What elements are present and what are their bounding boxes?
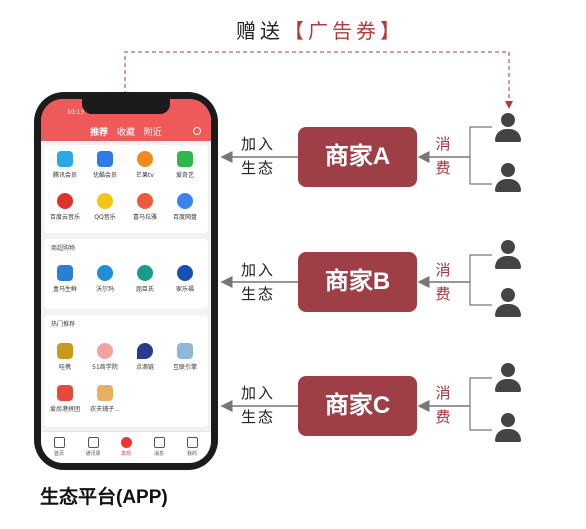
tab-favorites[interactable]: 收藏 [116, 128, 135, 138]
group-icon [57, 385, 73, 401]
app-tile[interactable]: 互联引擎 [165, 343, 205, 371]
engine-icon [177, 343, 193, 359]
music-icon [57, 193, 73, 209]
search-icon[interactable] [193, 127, 201, 135]
phone-screen: 10:13 推荐 收藏 附近 腾讯会员 优酷会员 芒果tv 爱奇艺 百度云音乐 … [41, 99, 211, 463]
cloud-icon [177, 193, 193, 209]
platform-label: 生态平台(APP) [40, 487, 168, 508]
app-tile[interactable]: 51商学院 [85, 343, 125, 371]
app-tile[interactable]: 芒果tv [125, 151, 165, 179]
app-tile[interactable]: 百度云音乐 [45, 193, 85, 221]
app-tile[interactable]: 优酷会员 [85, 151, 125, 179]
gift-text: 广告券 [308, 19, 380, 43]
youku-icon [97, 151, 113, 167]
gift-coupon-label: 赠送【广告券】 [210, 15, 430, 45]
carrefour-icon [177, 265, 193, 281]
nav-message[interactable]: 消息 [142, 437, 176, 457]
gift-prefix: 赠送 [236, 19, 284, 43]
waxie-icon [57, 343, 73, 359]
section-media: 腾讯会员 优酷会员 芒果tv 爱奇艺 百度云音乐 QQ音乐 喜马拉雅 百度网盘 [44, 145, 208, 233]
app-tile[interactable]: 喜马拉雅 [125, 193, 165, 221]
app-tile[interactable]: 爱尚港拼团 [45, 385, 85, 413]
message-icon [153, 437, 165, 448]
consume-label-c: 消费 [435, 384, 451, 426]
section-hot: 热门推荐 哇携 51商学院 点滴链 互联引擎 爱尚港拼团 农夫铺子... [44, 315, 208, 427]
discover-icon [120, 437, 132, 448]
join-label-b: 加入生态 [240, 261, 275, 303]
app-tile[interactable]: 家乐福 [165, 265, 205, 293]
user-bracket-a [469, 126, 492, 185]
app-tile[interactable]: 盒马生鲜 [45, 265, 85, 293]
phone-notch [82, 99, 170, 114]
user-icon [494, 288, 522, 318]
hema-icon [57, 265, 73, 281]
contacts-icon [87, 437, 99, 448]
user-icon [494, 413, 522, 443]
farmer-icon [97, 385, 113, 401]
tab-nearby[interactable]: 附近 [143, 128, 162, 138]
app-tile[interactable]: 腾讯会员 [45, 151, 85, 179]
gift-dashed-line [124, 51, 513, 109]
iqiyi-icon [177, 151, 193, 167]
home-icon [53, 437, 65, 448]
app-tabs: 推荐 收藏 附近 [41, 125, 211, 138]
gift-bracket-open: 【 [284, 19, 308, 43]
nav-home[interactable]: 首页 [42, 437, 76, 457]
user-icon [494, 113, 522, 143]
status-time: 10:13 [67, 109, 85, 116]
section-title: 商超购物 [51, 245, 76, 252]
consume-label-a: 消费 [435, 135, 451, 177]
merchant-a-box: 商家A [298, 127, 417, 187]
nav-discover[interactable]: 发现 [109, 437, 143, 457]
section-shopping: 商超购物 盒马生鲜 沃尔玛 屈臣氏 家乐福 [44, 239, 208, 309]
user-icon [494, 363, 522, 393]
ximalaya-icon [137, 193, 153, 209]
app-tile[interactable]: 屈臣氏 [125, 265, 165, 293]
nav-contacts[interactable]: 通讯录 [76, 437, 110, 457]
user-icon [494, 163, 522, 193]
drop-icon [137, 343, 153, 359]
join-label-c: 加入生态 [240, 384, 275, 426]
user-bracket-b [469, 254, 492, 306]
app-tile[interactable]: 沃尔玛 [85, 265, 125, 293]
app-tile[interactable]: 哇携 [45, 343, 85, 371]
merchant-c-box: 商家C [298, 376, 417, 436]
walmart-icon [97, 265, 113, 281]
mango-icon [137, 151, 153, 167]
section-title: 热门推荐 [51, 321, 76, 328]
bottom-nav: 首页 通讯录 发现 消息 我的 [41, 431, 211, 463]
video-icon [57, 151, 73, 167]
app-tile[interactable]: 爱奇艺 [165, 151, 205, 179]
consume-label-b: 消费 [435, 261, 451, 303]
app-tile[interactable]: QQ音乐 [85, 193, 125, 221]
watsons-icon [137, 265, 153, 281]
tab-recommend[interactable]: 推荐 [90, 128, 109, 138]
join-label-a: 加入生态 [240, 135, 275, 177]
profile-icon [186, 437, 198, 448]
app-tile[interactable]: 点滴链 [125, 343, 165, 371]
merchant-b-box: 商家B [298, 252, 417, 312]
gift-bracket-close: 】 [380, 19, 404, 43]
app-tile[interactable]: 农夫铺子... [85, 385, 125, 413]
app-tile[interactable]: 百度网盘 [165, 193, 205, 221]
nav-profile[interactable]: 我的 [175, 437, 209, 457]
qqmusic-icon [97, 193, 113, 209]
school-icon [97, 343, 113, 359]
user-bracket-c [469, 377, 492, 431]
user-icon [494, 240, 522, 270]
